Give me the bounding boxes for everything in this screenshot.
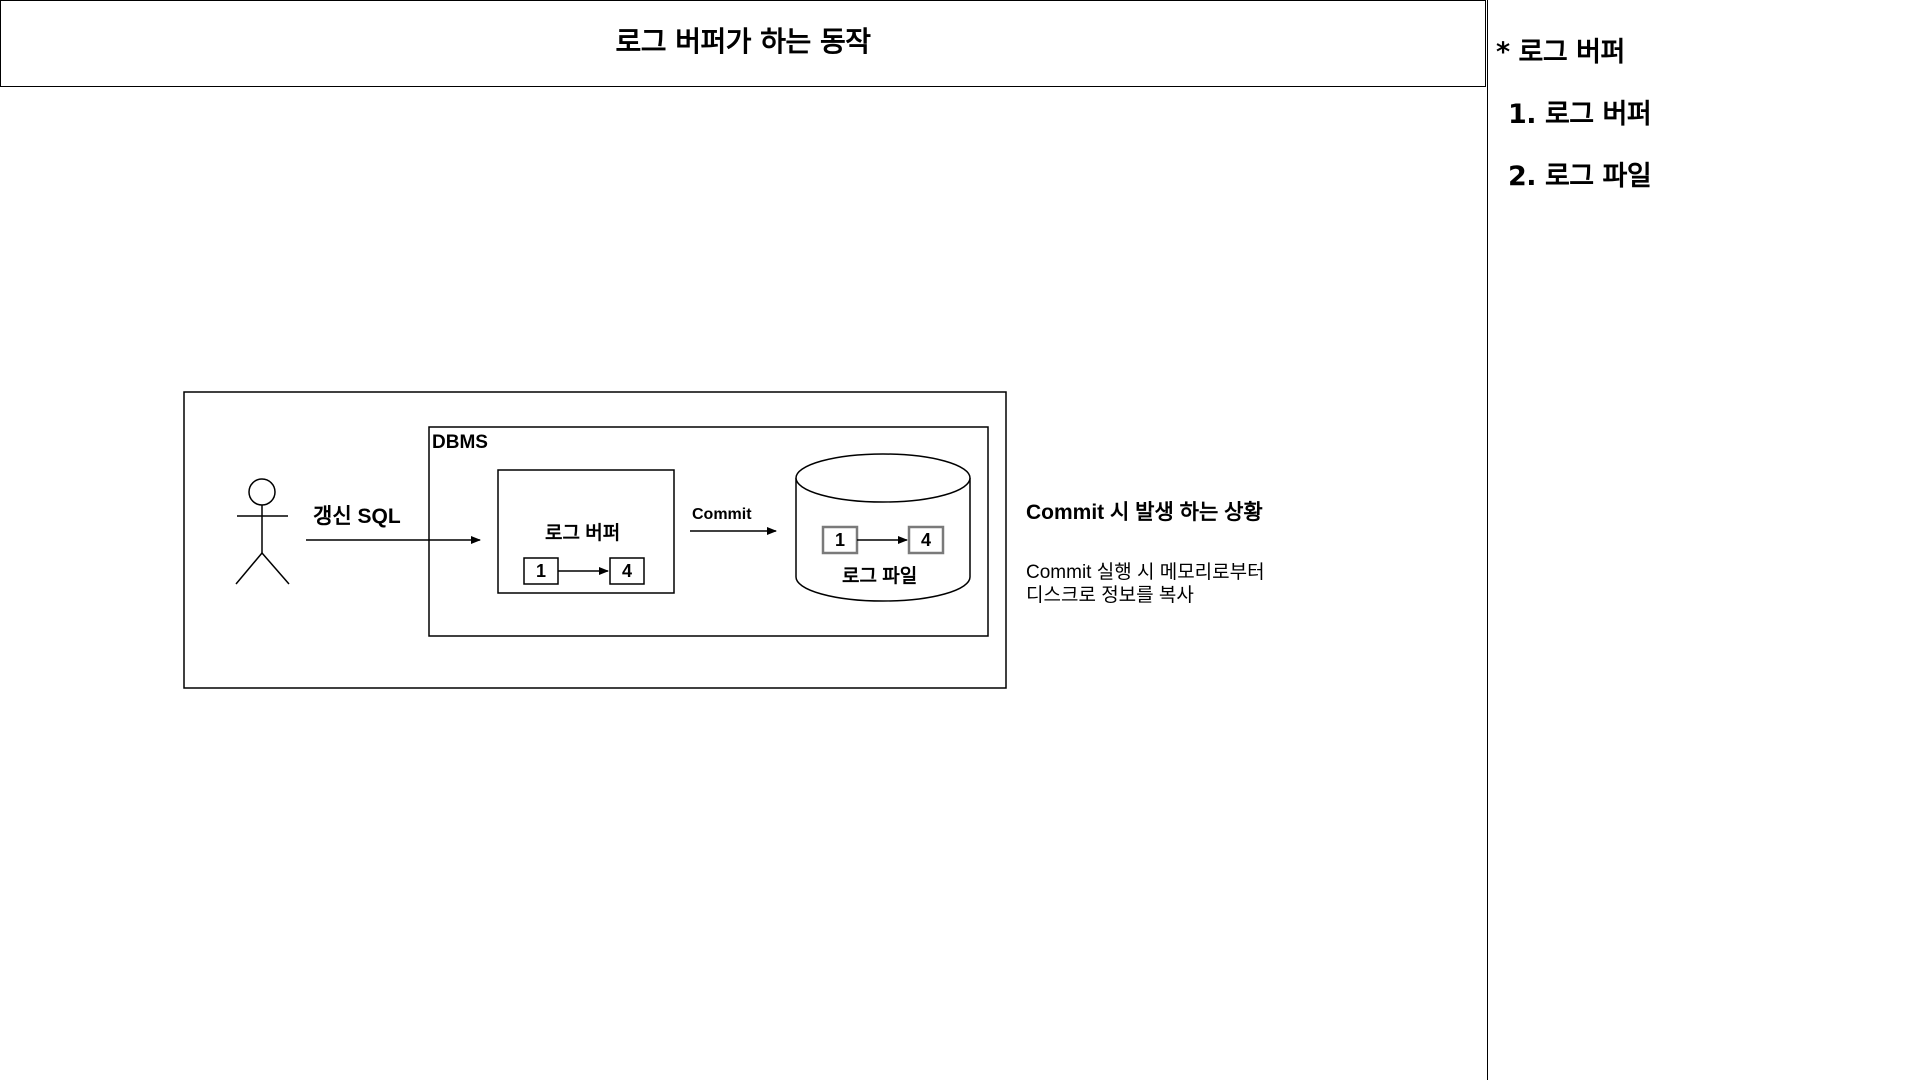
log-file-entry-1-label: 1 xyxy=(834,530,845,550)
page-title: 로그 버퍼가 하는 동작 xyxy=(615,24,871,58)
log-file-label: 로그 파일 xyxy=(842,566,918,587)
commit-label: Commit xyxy=(692,506,752,523)
log-buffer-label: 로그 버퍼 xyxy=(545,523,621,544)
log-file-entry-4-label: 4 xyxy=(920,530,931,550)
diagram-shapes xyxy=(183,391,1007,689)
log-buffer-entry-4 xyxy=(609,557,645,585)
commit-description-line: 디스크로 정보를 복사 xyxy=(1026,585,1194,606)
commit-description-line: Commit 실행 시 메모리로부터 xyxy=(1026,562,1265,583)
update-sql-label: 갱신 SQL xyxy=(313,505,401,528)
outline-item-log-buffer[interactable]: 1. 로그 버퍼 xyxy=(1508,99,1652,130)
log-buffer-diagram: DBMS 갱신 SQL 로그 버퍼 1 4 Commit 1 4 로그 파일 C… xyxy=(183,391,1265,689)
dbms-label: DBMS xyxy=(432,432,488,453)
title-box: 로그 버퍼가 하는 동작 xyxy=(0,0,1486,87)
commit-description-title: Commit 시 발생 하는 상황 xyxy=(1026,501,1263,524)
outline-heading: * 로그 버퍼 xyxy=(1496,37,1625,68)
log-file-entry-4 xyxy=(907,525,945,555)
log-buffer-entry-1-label: 1 xyxy=(535,561,546,581)
outline-sidebar: * 로그 버퍼 1. 로그 버퍼 2. 로그 파일 xyxy=(1487,0,1920,1080)
outline-item-log-file[interactable]: 2. 로그 파일 xyxy=(1508,161,1652,192)
log-buffer-entry-4-label: 4 xyxy=(621,561,632,581)
log-file-cylinder xyxy=(795,453,971,602)
actor-stick-figure xyxy=(235,478,290,585)
